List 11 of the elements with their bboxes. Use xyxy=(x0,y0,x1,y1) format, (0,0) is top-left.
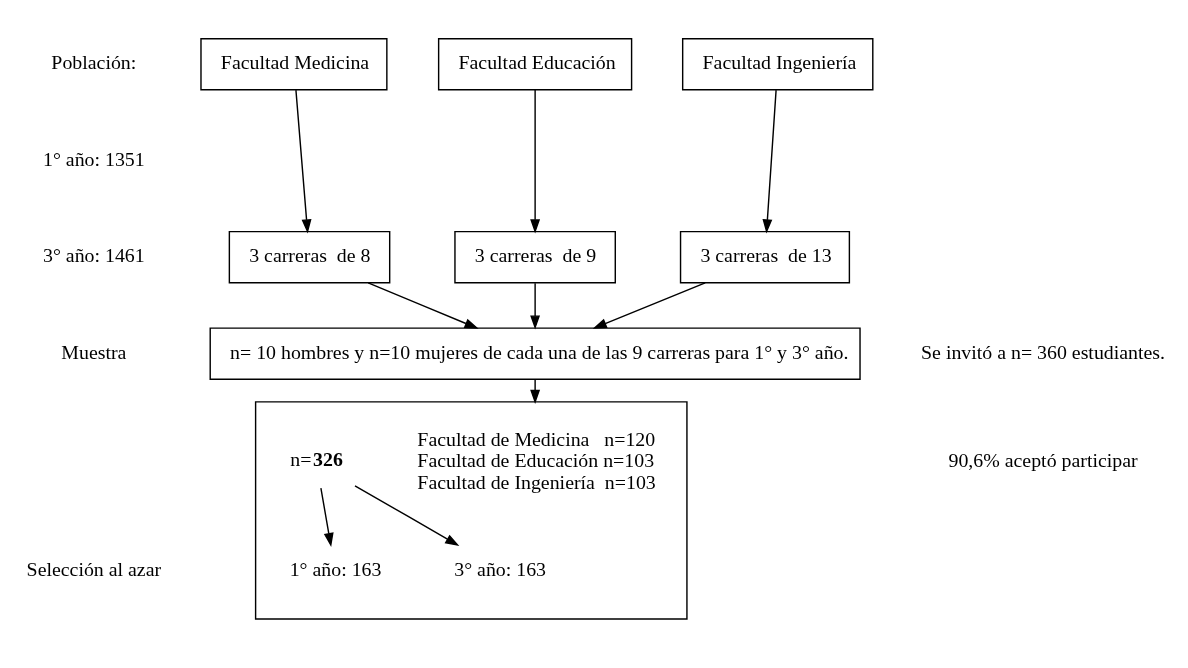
node-text: Facultad de Medicina n=120 Facultad de Educación n=103 Facultad de Ingeniería n=103 xyxy=(417,427,656,493)
label: Muestra xyxy=(61,340,127,363)
label: Población: xyxy=(51,50,137,73)
label: Se invitó a n= 360 estudiantes. xyxy=(921,340,1166,363)
node-text: n=326 xyxy=(290,447,343,470)
label: 3° año: 1461 xyxy=(43,243,145,266)
label: 90,6% aceptó participar xyxy=(948,448,1138,471)
label: Selección al azar xyxy=(26,557,162,580)
label: 1° año: 1351 xyxy=(43,147,145,170)
node-text: 1° año: 163 xyxy=(289,557,382,580)
node-text: 3° año: 163 xyxy=(454,557,547,580)
